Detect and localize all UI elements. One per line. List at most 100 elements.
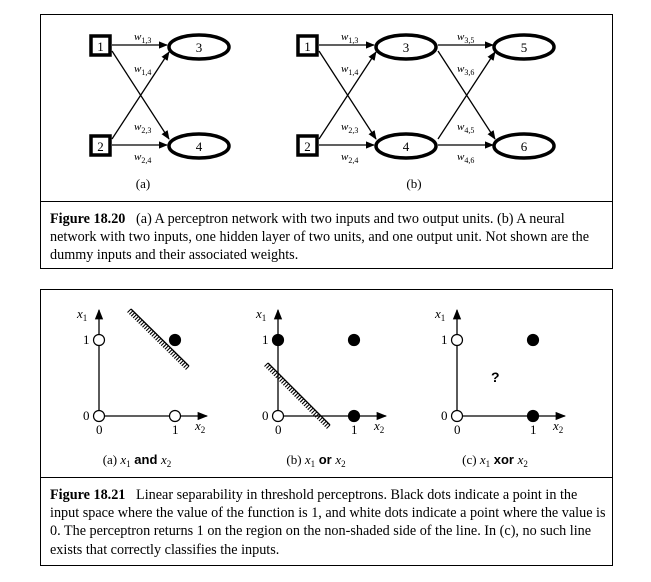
figure-18-20-caption: Figure 18.20 (a) A perceptron network wi… xyxy=(50,210,606,265)
shading-hatch xyxy=(147,328,152,334)
x-tick-label-0: 0 xyxy=(96,422,103,437)
shading-hatch xyxy=(172,352,177,358)
shading-hatch xyxy=(170,350,175,356)
shading-hatch xyxy=(305,403,310,409)
input-unit-2 xyxy=(296,134,319,157)
shading-hatch xyxy=(290,388,295,394)
output-unit-4-label: 4 xyxy=(196,139,203,154)
plot-label: (b) x1 or x2 xyxy=(286,452,345,469)
shading-hatch xyxy=(312,411,318,416)
output-unit-5 xyxy=(492,33,556,61)
shading-hatch xyxy=(303,402,308,407)
data-point-positive xyxy=(347,409,361,423)
hidden-unit-3-label: 3 xyxy=(403,40,410,55)
shading-hatch xyxy=(282,381,288,386)
shading-hatch xyxy=(173,354,179,359)
x-tick-label-1: 1 xyxy=(172,422,179,437)
shading-hatch xyxy=(142,323,147,328)
input-unit-2-label: 2 xyxy=(304,139,311,154)
network-a: 1 2 3 4 w1,3 w1,4 w2,3 w2,4 (a) xyxy=(89,31,231,191)
x-tick-label-1: 1 xyxy=(351,422,358,437)
shading-hatch xyxy=(307,405,312,411)
shading-hatch xyxy=(281,379,286,384)
shading-hatch xyxy=(264,362,269,367)
weight-label: w3,6 xyxy=(457,63,474,77)
x-tick-label-0: 0 xyxy=(275,422,282,437)
shading-hatch xyxy=(183,363,188,369)
shading-hatch xyxy=(153,334,158,339)
shading-hatch xyxy=(322,420,327,426)
x2-axis-label: x2 xyxy=(373,418,384,435)
output-unit-3 xyxy=(167,33,231,61)
output-unit-6 xyxy=(492,132,556,160)
weight-label: w2,3 xyxy=(134,121,151,135)
shading-hatch xyxy=(314,413,320,418)
weight-label: w2,3 xyxy=(341,121,358,135)
data-point-positive xyxy=(271,333,285,347)
shading-hatch xyxy=(158,339,164,345)
shading-hatch xyxy=(132,314,138,319)
y-tick-label-0: 0 xyxy=(441,408,448,423)
panel-a-label: (a) xyxy=(136,176,150,191)
y-tick-label-1: 1 xyxy=(83,332,90,347)
x1-axis-label: x1 xyxy=(76,306,87,323)
weight-label: w1,4 xyxy=(134,63,151,77)
y-tick-label-1: 1 xyxy=(441,332,448,347)
caption-divider xyxy=(41,201,612,202)
data-point-negative xyxy=(450,409,464,423)
output-unit-3-label: 3 xyxy=(196,40,203,55)
shading-hatch xyxy=(294,392,299,397)
shading-hatch xyxy=(155,336,160,341)
shading-hatch xyxy=(288,387,293,392)
caption-divider xyxy=(41,477,612,478)
shading-hatch xyxy=(128,310,134,315)
shading-hatch xyxy=(284,383,290,388)
shading-hatch xyxy=(134,315,139,321)
x1-axis-label: x1 xyxy=(255,306,266,323)
shading-hatch xyxy=(168,349,173,354)
network-b: 1 2 3 4 5 6 w1,3 w1,4 w2,3 w2,4 w3,5 w3,… xyxy=(296,31,556,191)
weight-label: w1,3 xyxy=(134,31,151,45)
separating-line xyxy=(267,362,331,426)
weight-label: w4,6 xyxy=(457,151,474,165)
edge-4-5 xyxy=(437,51,496,140)
x-tick-label-0: 0 xyxy=(454,422,461,437)
shading-hatch xyxy=(175,356,181,361)
shading-hatch xyxy=(138,319,143,324)
figure-18-20-panel: 1 2 3 4 w1,3 w1,4 w2,3 w2,4 (a) 1 xyxy=(40,14,613,269)
input-unit-1-label: 1 xyxy=(97,39,104,54)
plot-label: (c) x1 xor x2 xyxy=(462,452,528,469)
shading-hatch xyxy=(297,396,303,401)
shading-hatch xyxy=(151,332,156,337)
shading-hatch xyxy=(273,372,278,377)
weight-label: w1,4 xyxy=(341,63,358,77)
shading-hatch xyxy=(309,407,314,412)
caption-text: (a) A perceptron network with two inputs… xyxy=(50,211,590,264)
shading-hatch xyxy=(164,345,169,350)
shading-hatch xyxy=(318,417,323,422)
caption-title: Figure 18.20 xyxy=(50,211,126,227)
weight-label: w1,3 xyxy=(341,31,358,45)
data-point-positive xyxy=(526,333,540,347)
data-point-positive xyxy=(347,333,361,347)
caption-text: Linear separability in threshold percept… xyxy=(50,487,606,558)
shading-hatch xyxy=(267,366,273,371)
hidden-unit-3 xyxy=(374,33,438,61)
shading-hatch xyxy=(286,385,291,390)
shading-hatch xyxy=(179,360,184,365)
shading-hatch xyxy=(160,341,166,346)
input-unit-2 xyxy=(89,134,112,157)
x1-axis-label: x1 xyxy=(434,306,445,323)
edge-2-3 xyxy=(111,51,170,140)
data-point-positive xyxy=(168,333,182,347)
data-point-positive xyxy=(526,409,540,423)
shading-hatch xyxy=(265,364,271,369)
input-unit-1 xyxy=(89,34,112,57)
x2-axis-label: x2 xyxy=(194,418,205,435)
question-mark: ? xyxy=(491,369,500,385)
shading-hatch xyxy=(185,365,190,370)
shading-hatch xyxy=(301,400,306,405)
